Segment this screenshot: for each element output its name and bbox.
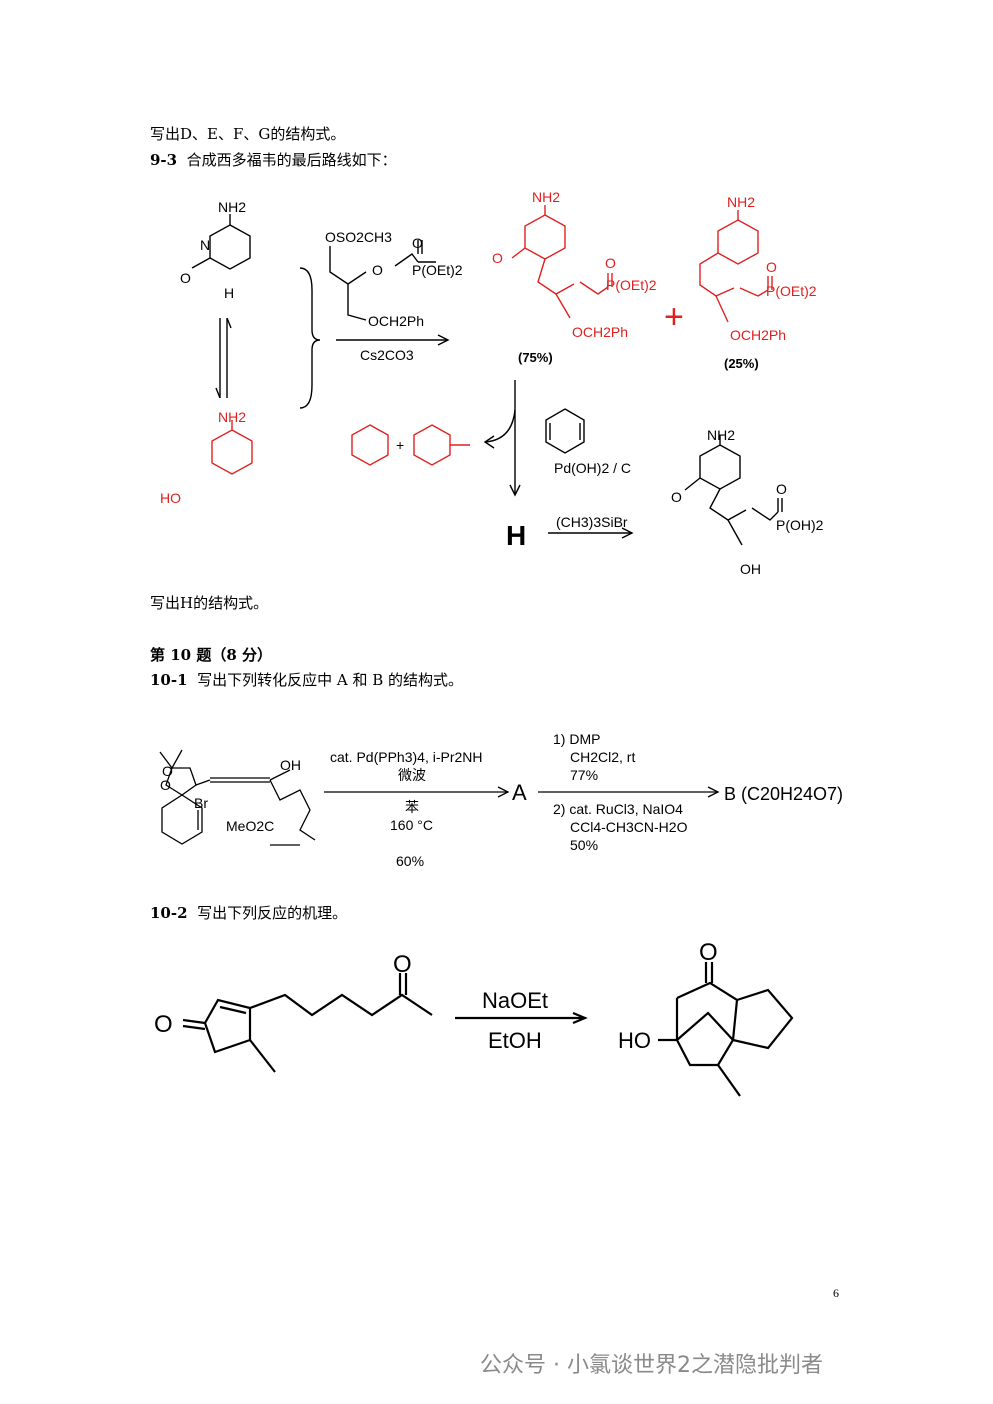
- minor-och2ph: OCH2Ph: [730, 327, 786, 343]
- cytosine-o: O: [180, 270, 191, 286]
- major-p-o: O: [605, 255, 616, 271]
- plus-sign: +: [664, 298, 684, 336]
- q10-1-text: 写出下列转化反应中 A 和 B 的结构式。: [197, 671, 464, 689]
- dioxolane-o-top: O: [162, 763, 173, 779]
- enone-o: O: [154, 1011, 173, 1038]
- major-poet2: P(OEt)2: [606, 277, 657, 293]
- final-nh2: NH2: [707, 427, 735, 443]
- cond-temp: 160 °C: [390, 817, 433, 833]
- dioxolane-o-bottom: O: [160, 777, 171, 793]
- q9-write-defg: 写出D、E、F、G的结构式。: [150, 125, 346, 143]
- cond-benzene: 苯: [405, 799, 419, 815]
- scheme-10-1: O O OH Br MeO2C cat. Pd(PPh3)4, i-Pr2NH …: [159, 731, 843, 869]
- hydroxy-pyrimidine-ring: [211, 429, 253, 475]
- cytosine-h: H: [224, 285, 234, 301]
- cyclohexene-ring: [161, 794, 203, 845]
- step1-yield: 77%: [570, 767, 598, 783]
- compound-h-label: H: [506, 520, 526, 551]
- cond-yield: 60%: [396, 853, 424, 869]
- cond-catalyst: cat. Pd(PPh3)4, i-Pr2NH: [330, 749, 483, 765]
- scheme-cidofovir: NH2 N O H OSO2CH3 O O P(OEt)2 OCH2Ph Cs2…: [160, 189, 824, 577]
- scheme-10-2: O O NaOEt EtOH O HO: [154, 939, 794, 1097]
- yield-major: (75%): [518, 350, 553, 365]
- q9-write-h: 写出H的结构式。: [150, 594, 269, 612]
- tricyclic-skeleton: [675, 981, 739, 1067]
- cytosine-nh2: NH2: [218, 199, 246, 215]
- major-och2ph: OCH2Ph: [572, 324, 628, 340]
- reagent-ether-o: O: [372, 262, 383, 278]
- ketone-o: O: [393, 951, 412, 978]
- step1-solvent: CH2Cl2, rt: [570, 749, 635, 765]
- yield-minor: (25%): [724, 356, 759, 371]
- final-po-oh2: P(OH)2: [776, 517, 824, 533]
- step1-dmp: 1) DMP: [553, 731, 600, 747]
- final-oh: OH: [740, 561, 761, 577]
- propargyl-oh: OH: [280, 757, 301, 773]
- reagent-naoet: NaOEt: [482, 988, 548, 1013]
- benzene: [351, 424, 389, 466]
- q9-3-label: 9-3: [150, 151, 178, 169]
- q10-2-text: 写出下列反应的机理。: [197, 904, 348, 922]
- vinyl-br: Br: [194, 795, 208, 811]
- benzene-plus: +: [396, 437, 404, 453]
- product-a: A: [512, 780, 527, 805]
- major-nh2: NH2: [532, 189, 560, 205]
- major-o: O: [492, 250, 503, 266]
- product-b: B (C20H24O7): [724, 784, 843, 804]
- product-ketone-o: O: [699, 939, 718, 966]
- q10-1-line: 10-1 写出下列转化反应中 A 和 B 的结构式。: [150, 670, 463, 690]
- toluene: [413, 424, 451, 466]
- minor-nh2: NH2: [727, 194, 755, 210]
- red-nh2: NH2: [218, 409, 246, 425]
- step2-solvent: CCl4-CH3CN-H2O: [570, 819, 688, 835]
- ester-meo2c: MeO2C: [226, 818, 274, 834]
- q10-heading: 第 10 题（8 分）: [150, 646, 272, 664]
- deprotect-label: (CH3)3SiBr: [556, 514, 628, 530]
- catalyst-label: Pd(OH)2 / C: [554, 460, 631, 476]
- reagent-poet2: P(OEt)2: [412, 262, 463, 278]
- product-ho: HO: [618, 1028, 651, 1053]
- minor-product-ring: [717, 219, 759, 265]
- solvent-etoh: EtOH: [488, 1028, 542, 1053]
- cyclohexadiene: [545, 408, 585, 454]
- base-label: Cs2CO3: [360, 347, 414, 363]
- cytosine-n: N: [200, 237, 210, 253]
- reagent-oso2ch3: OSO2CH3: [325, 229, 392, 245]
- q10-2-label: 10-2: [150, 904, 188, 922]
- red-ho: HO: [160, 490, 181, 506]
- dioxolane-ring: [165, 767, 197, 796]
- cytosine-ring: [209, 224, 251, 270]
- page-number: 6: [833, 1286, 839, 1300]
- q10-1-label: 10-1: [150, 671, 188, 689]
- minor-poet2: P(OEt)2: [766, 283, 817, 299]
- q10-2-line: 10-2 写出下列反应的机理。: [150, 903, 347, 923]
- footer-wechat: 公众号 · 小氯谈世界2之潜隐批判者: [480, 1353, 823, 1378]
- q9-3-text: 合成西多福韦的最后路线如下：: [186, 151, 397, 169]
- step2-reagents: 2) cat. RuCl3, NaIO4: [553, 801, 683, 817]
- final-p-o: O: [776, 481, 787, 497]
- final-o: O: [671, 489, 682, 505]
- reagent-och2ph: OCH2Ph: [368, 313, 424, 329]
- cyclopentenone-ring: [203, 998, 252, 1054]
- cond-microwave: 微波: [398, 767, 426, 783]
- step2-yield: 50%: [570, 837, 598, 853]
- q9-3-line: 9-3 合成西多福韦的最后路线如下：: [150, 150, 397, 170]
- reagent-o: O: [412, 235, 423, 251]
- minor-p-o: O: [766, 259, 777, 275]
